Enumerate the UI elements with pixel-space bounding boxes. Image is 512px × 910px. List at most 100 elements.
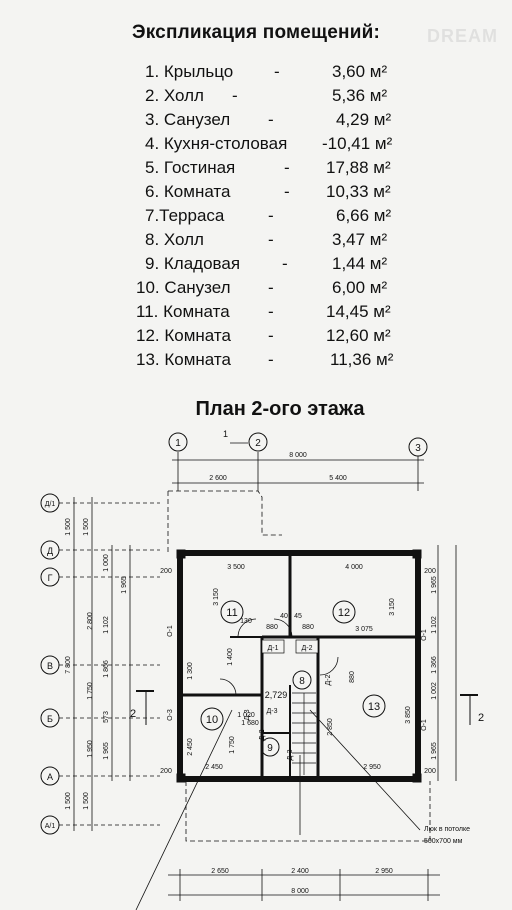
axis-bubble-2: 2 (248, 432, 268, 452)
svg-text:2 850: 2 850 (327, 718, 334, 736)
svg-text:7 800: 7 800 (65, 656, 72, 674)
svg-text:3 075: 3 075 (355, 626, 373, 633)
svg-text:Люк в потолке: Люк в потолке (424, 826, 470, 833)
svg-text:Б: Б (47, 714, 53, 724)
svg-text:13: 13 (368, 701, 380, 713)
room-row: 6. Комната - 10,33 м² (0, 182, 512, 206)
room-dash: - (268, 302, 274, 321)
svg-text:5 400: 5 400 (329, 475, 347, 482)
svg-text:880: 880 (349, 671, 356, 683)
svg-text:1 102: 1 102 (103, 616, 110, 634)
room-area: 11,36 м² (330, 350, 394, 369)
svg-text:О-3: О-3 (167, 709, 174, 721)
svg-text:45: 45 (294, 613, 302, 620)
room-name: 4. Кухня-столовая (145, 134, 288, 153)
room-row: 3. Санузел-4,29 м² (0, 110, 512, 134)
svg-text:1 300: 1 300 (187, 662, 194, 680)
svg-text:1 965: 1 965 (431, 576, 438, 594)
room-marker-10: 10 (200, 707, 224, 731)
room-name: 6. Комната (145, 182, 231, 201)
room-row: 13. Комната-11,36 м² (0, 350, 512, 374)
floor-plan: 1 2 3 1 Д/1 Д Г В Б А А/1 (0, 425, 512, 910)
room-area: 3,47 м² (332, 230, 388, 249)
watermark: DREAM (427, 26, 498, 46)
room-dash: - (268, 110, 274, 129)
svg-text:1 102: 1 102 (431, 616, 438, 634)
svg-text:1 965: 1 965 (121, 576, 128, 594)
svg-text:1 965: 1 965 (431, 742, 438, 760)
svg-text:4 000: 4 000 (345, 564, 363, 571)
axis-bubble-1: 1 (168, 432, 188, 452)
svg-text:1 950: 1 950 (87, 740, 94, 758)
svg-text:2 450: 2 450 (187, 738, 194, 756)
svg-text:40: 40 (280, 613, 288, 620)
door-label-d1: Д-1 (261, 639, 285, 654)
svg-text:2,729: 2,729 (265, 690, 288, 700)
svg-text:Д/1: Д/1 (45, 501, 56, 508)
svg-text:О-1: О-1 (167, 625, 174, 637)
room-area: 17,88 м² (326, 158, 391, 177)
svg-text:2 400: 2 400 (291, 868, 309, 875)
room-name: 7.Терраса (145, 206, 225, 225)
section-mark-left: 2 (130, 690, 154, 725)
room-marker-9: 9 (260, 737, 280, 757)
room-row: 12. Комната-12,60 м² (0, 326, 512, 350)
room-name: 10. Санузел (136, 278, 231, 297)
room-area: 10,33 м² (326, 182, 391, 201)
room-dash: - (232, 86, 238, 105)
room-name: 8. Холл (145, 230, 204, 249)
svg-text:1 020: 1 020 (237, 712, 255, 719)
door-label-d2a: Д-2 (295, 639, 319, 654)
room-name: 5. Гостиная (145, 158, 236, 177)
svg-text:1: 1 (175, 438, 181, 449)
svg-text:Д-1: Д-1 (268, 645, 279, 652)
room-area: 12,60 м² (326, 326, 391, 345)
door-label-d2b: Д-2 (325, 674, 332, 685)
svg-text:1 680: 1 680 (241, 720, 259, 727)
svg-text:2 600: 2 600 (209, 475, 227, 482)
svg-text:11: 11 (226, 607, 237, 619)
svg-text:1 000: 1 000 (103, 554, 110, 572)
svg-text:О-1: О-1 (421, 629, 428, 641)
room-area: 3,60 м² (332, 62, 388, 81)
svg-text:Д-2: Д-2 (302, 645, 313, 652)
svg-text:3 150: 3 150 (213, 588, 220, 606)
svg-text:10: 10 (206, 714, 218, 726)
room-area: 6,00 м² (332, 278, 388, 297)
svg-text:1 866: 1 866 (103, 660, 110, 678)
room-area: 6,66 м² (336, 206, 392, 225)
axis-bubble-v: В (40, 655, 60, 675)
svg-text:8 000: 8 000 (291, 888, 309, 895)
room-dash: - (284, 158, 290, 177)
svg-text:12: 12 (338, 607, 350, 619)
room-area: 14,45 м² (326, 302, 391, 321)
svg-text:1 965: 1 965 (103, 742, 110, 760)
door-label-d2c: Д-2 (259, 729, 266, 740)
svg-text:2: 2 (255, 438, 261, 449)
svg-text:2 650: 2 650 (211, 868, 229, 875)
plan-title: План 2-ого этажа (195, 398, 365, 420)
svg-text:8 000: 8 000 (289, 452, 307, 459)
svg-text:200: 200 (160, 768, 172, 775)
svg-text:3 150: 3 150 (389, 598, 396, 616)
room-row: 11. Комната-14,45 м² (0, 302, 512, 326)
svg-text:1 366: 1 366 (431, 656, 438, 674)
room-row: 9. Кладовая-1,44 м² (0, 254, 512, 278)
svg-text:880: 880 (266, 624, 278, 631)
room-area: 5,36 м² (332, 86, 388, 105)
svg-text:Д-2: Д-2 (325, 674, 332, 685)
svg-text:2: 2 (478, 712, 484, 724)
svg-text:Д-2: Д-2 (259, 729, 266, 740)
svg-text:200: 200 (160, 568, 172, 575)
axis-bubble-d1: Д/1 (40, 493, 60, 513)
axis-bubble-d: Д (40, 540, 60, 560)
svg-text:Д-3: Д-3 (244, 709, 251, 720)
room-name: 1. Крыльцо (145, 62, 234, 81)
svg-text:500х700 мм: 500х700 мм (424, 838, 463, 845)
svg-text:3 850: 3 850 (405, 706, 412, 724)
section-mark-right: 2 (460, 694, 484, 725)
room-name: 13. Комната (136, 350, 231, 369)
svg-text:200: 200 (424, 768, 436, 775)
floor-plan-drawing: 1 2 3 1 Д/1 Д Г В Б А А/1 (40, 429, 484, 910)
room-dash: - (284, 182, 290, 201)
